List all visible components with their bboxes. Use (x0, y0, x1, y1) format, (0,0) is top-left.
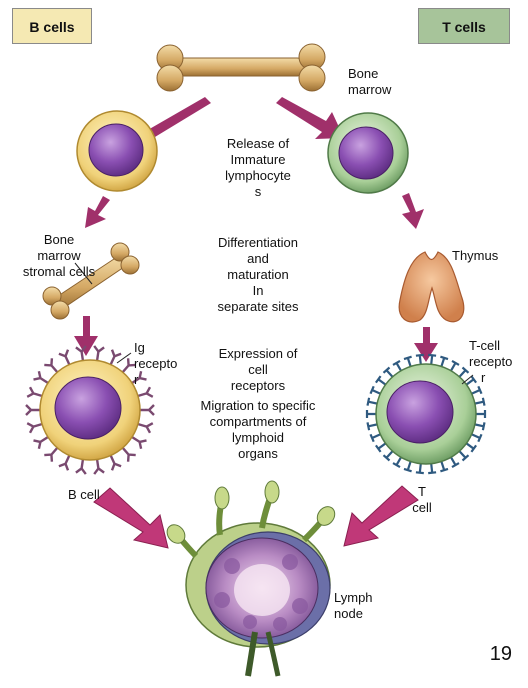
arrow-icon (414, 327, 438, 362)
receptor-spike (58, 349, 72, 367)
receptor-spike (108, 453, 122, 471)
stage-line: s (254, 184, 262, 199)
receptor-spike (120, 445, 136, 462)
receptor-spike (33, 434, 51, 450)
stage-line: Expression of (218, 346, 298, 361)
page-number: 19 (489, 643, 512, 665)
t-cell-label: T cell (408, 484, 436, 516)
b-cells-header: B cells (12, 8, 92, 44)
label-line: Bone (348, 66, 379, 81)
stage-line: separate sites (217, 299, 299, 314)
ig-pointer-line (116, 352, 132, 364)
label-line: r (481, 370, 486, 385)
arrow-icon (276, 97, 344, 139)
stage-line: lymphocyte (225, 168, 291, 183)
stage-line: maturation (227, 267, 289, 282)
t-cell-receptor-label: T-cell recepto r (469, 338, 512, 386)
arrow-icon (74, 316, 98, 356)
receptor-spike (33, 370, 51, 386)
receptor-spike (44, 445, 60, 462)
label-line: recepto (469, 354, 513, 369)
lymph-node-label: Lymph node (334, 590, 373, 622)
stage-line: lymphoid (231, 430, 285, 445)
label-line: node (334, 606, 363, 621)
arrows-to-mature (74, 316, 438, 362)
label-line: Lymph (334, 590, 373, 605)
receptor-spike (129, 434, 147, 450)
stage-line: Immature (230, 152, 286, 167)
arrows-to-sites (85, 193, 424, 229)
arrow-icon (93, 487, 169, 549)
receptor-spike (26, 386, 45, 398)
label-line: marrow (37, 248, 81, 263)
thymus-icon (398, 251, 465, 323)
bone-marrow-bone-icon (156, 43, 326, 92)
arrow-icon (343, 485, 419, 547)
receptor-spike (26, 422, 45, 434)
ig-receptor-label: Ig recepto r (134, 340, 177, 388)
immature-t-cell-icon (327, 112, 409, 194)
stage-line: Release of (226, 136, 290, 151)
label-line: Ig (134, 340, 145, 355)
immature-b-cell-icon (76, 110, 158, 192)
tcr-pointer-line (461, 374, 474, 385)
arrow-icon (85, 196, 110, 228)
receptor-spike (135, 386, 154, 398)
receptor-spike (44, 358, 60, 375)
stage-release: Release of Immature lymphocyte s (183, 136, 333, 200)
stage-differentiation: Differentiation and maturation In separa… (183, 235, 333, 315)
stromal-pointer-line (74, 262, 93, 285)
label-line: Bone (43, 232, 75, 247)
label-line: cell (412, 500, 432, 515)
receptor-spike (108, 349, 122, 367)
bone-marrow-label: Bone marrow (348, 66, 391, 98)
b-cell-label: B cell (68, 487, 100, 502)
thymus-label: Thymus (452, 248, 499, 263)
stage-migration: Migration to specific compartments of ly… (173, 398, 343, 462)
mature-t-cell-icon (365, 353, 487, 475)
t-cells-header: T cells (418, 8, 510, 44)
receptor-spike (58, 453, 72, 471)
stage-expression: Expression of cell receptors (183, 346, 333, 394)
stage-line: In (252, 283, 264, 298)
lymph-node-icon (166, 480, 336, 677)
label-line: T (418, 484, 426, 499)
stage-line: and (247, 251, 269, 266)
stromal-cells-label: Bone marrow stromal cells (14, 232, 104, 280)
stage-line: Differentiation (218, 235, 298, 250)
stage-line: Migration to specific (200, 398, 316, 413)
arrows-to-lymph-node (93, 485, 419, 549)
receptor-spike (135, 422, 154, 434)
label-line: stromal cells (22, 264, 96, 279)
label-line: r (134, 372, 139, 387)
arrow-icon (402, 193, 424, 229)
mature-b-cell-icon (25, 345, 155, 475)
stage-line: compartments of (209, 414, 307, 429)
label-line: T-cell (469, 338, 501, 353)
label-line: marrow (348, 82, 392, 97)
ig-receptors (25, 345, 155, 475)
stage-line: cell (248, 362, 268, 377)
stage-line: receptors (230, 378, 286, 393)
label-line: recepto (134, 356, 178, 371)
stage-line: organs (238, 446, 278, 461)
